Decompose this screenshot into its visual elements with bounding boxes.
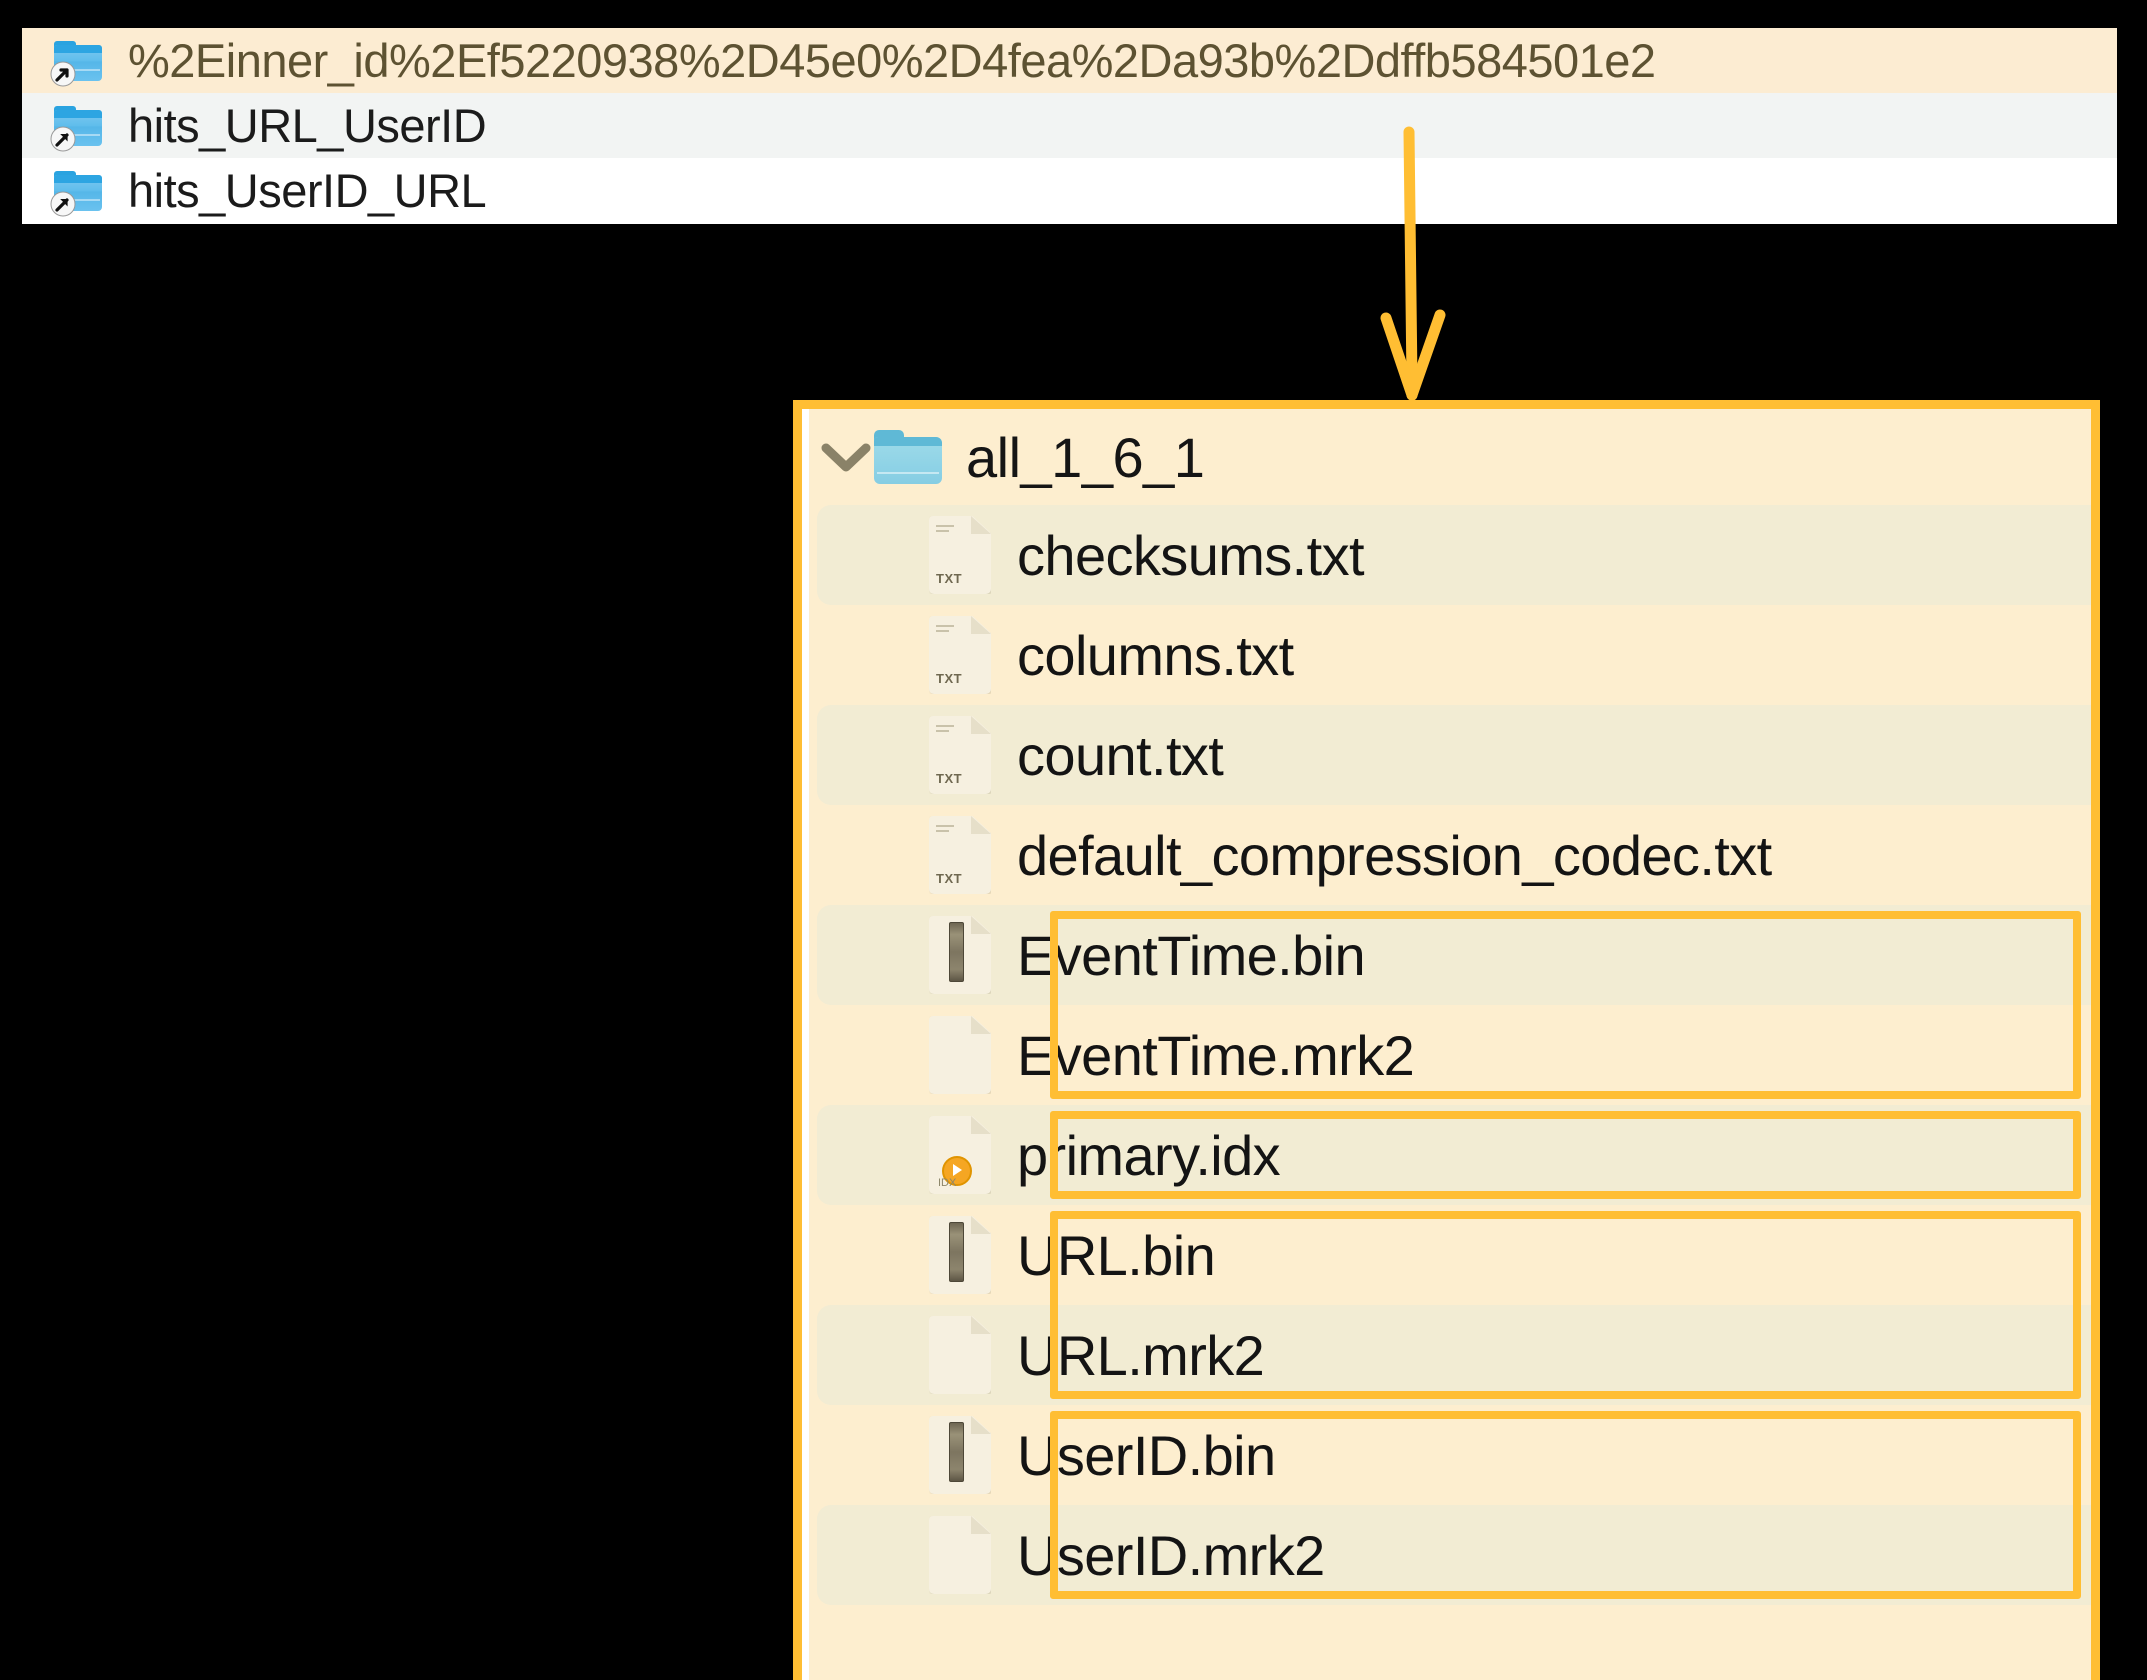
- down-arrow-annotation-icon: [1380, 126, 1446, 401]
- list-item-label: hits_UserID_URL: [128, 164, 487, 217]
- bin-file-icon: [929, 916, 991, 994]
- file-list-item[interactable]: UserID.mrk2: [802, 1505, 2091, 1605]
- panel-left-edge: [802, 409, 809, 1680]
- row-stripe: [817, 905, 2091, 1005]
- bin-file-icon: [929, 1216, 991, 1294]
- list-item[interactable]: hits_UserID_URL: [22, 158, 2117, 223]
- blank-file-icon: [929, 1016, 991, 1094]
- symlink-folder-list-panel: %2Einner_id%2Ef5220938%2D45e0%2D4fea%2Da…: [22, 28, 2117, 224]
- symlink-arrow-badge-icon: [50, 191, 76, 216]
- file-name-label: primary.idx: [1017, 1123, 1281, 1187]
- symlink-arrow-badge-icon: [50, 126, 76, 151]
- list-item[interactable]: hits_URL_UserID: [22, 93, 2117, 158]
- list-item-label: %2Einner_id%2Ef5220938%2D45e0%2D4fea%2Da…: [128, 34, 1656, 87]
- blank-file-icon: [929, 1516, 991, 1594]
- row-stripe: [817, 605, 2091, 705]
- file-name-label: checksums.txt: [1017, 523, 1365, 587]
- file-list-item[interactable]: EventTime.bin: [802, 905, 2091, 1005]
- txt-file-icon: TXT: [929, 516, 991, 594]
- txt-file-icon: TXT: [929, 716, 991, 794]
- file-list-item[interactable]: TXT columns.txt: [802, 605, 2091, 705]
- file-name-label: count.txt: [1017, 723, 1224, 787]
- file-name-label: URL.mrk2: [1017, 1323, 1265, 1387]
- file-name-label: EventTime.mrk2: [1017, 1023, 1415, 1087]
- file-list-item[interactable]: TXT checksums.txt: [802, 505, 2091, 605]
- row-stripe: [817, 1405, 2091, 1505]
- txt-file-icon: TXT: [929, 816, 991, 894]
- row-stripe: [817, 1505, 2091, 1605]
- row-stripe: [817, 1305, 2091, 1405]
- symlink-arrow-badge-icon: [50, 61, 76, 86]
- directory-name-label: all_1_6_1: [966, 425, 1205, 489]
- chevron-down-icon[interactable]: [818, 440, 874, 474]
- file-list-item[interactable]: TXT count.txt: [802, 705, 2091, 805]
- list-item[interactable]: %2Einner_id%2Ef5220938%2D45e0%2D4fea%2Da…: [22, 28, 2117, 93]
- file-name-label: URL.bin: [1017, 1223, 1216, 1287]
- folder-symlink-icon: [50, 169, 104, 216]
- folder-open-icon: [874, 430, 942, 484]
- file-list-item[interactable]: IDX primary.idx: [802, 1105, 2091, 1205]
- list-item-label: hits_URL_UserID: [128, 99, 487, 152]
- file-name-label: columns.txt: [1017, 623, 1294, 687]
- idx-file-icon: IDX: [929, 1116, 991, 1194]
- folder-symlink-icon: [50, 104, 104, 151]
- bin-file-icon: [929, 1416, 991, 1494]
- file-list-item[interactable]: EventTime.mrk2: [802, 1005, 2091, 1105]
- file-list-item[interactable]: URL.bin: [802, 1205, 2091, 1305]
- folder-symlink-icon: [50, 39, 104, 86]
- row-stripe: [817, 505, 2091, 605]
- file-name-label: EventTime.bin: [1017, 923, 1366, 987]
- file-list-item[interactable]: TXT default_compression_codec.txt: [802, 805, 2091, 905]
- file-list-item[interactable]: UserID.bin: [802, 1405, 2091, 1505]
- directory-header-row[interactable]: all_1_6_1: [802, 409, 2091, 505]
- file-list-item[interactable]: URL.mrk2: [802, 1305, 2091, 1405]
- blank-file-icon: [929, 1316, 991, 1394]
- row-stripe: [817, 1105, 2091, 1205]
- file-name-label: UserID.bin: [1017, 1423, 1276, 1487]
- file-name-label: UserID.mrk2: [1017, 1523, 1325, 1587]
- row-stripe: [817, 1205, 2091, 1305]
- file-name-label: default_compression_codec.txt: [1017, 823, 1772, 887]
- txt-file-icon: TXT: [929, 616, 991, 694]
- row-stripe: [817, 705, 2091, 805]
- row-stripe: [817, 1005, 2091, 1105]
